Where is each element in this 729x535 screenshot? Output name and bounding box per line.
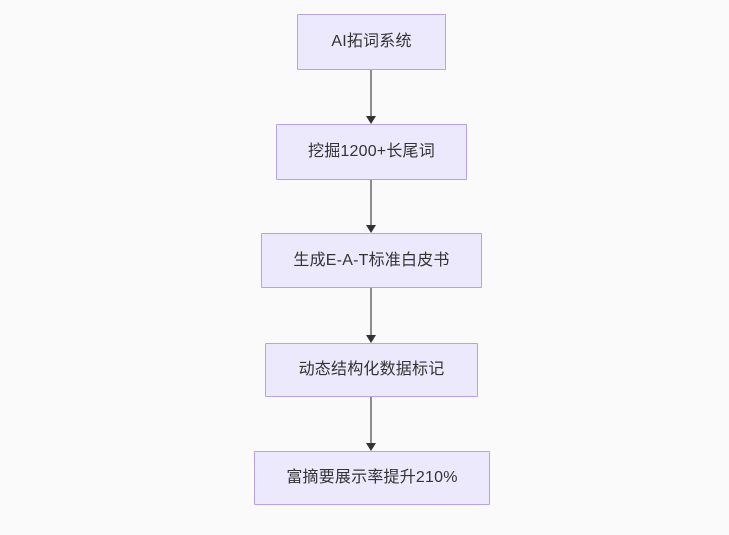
flowchart-node-label: 动态结构化数据标记 [298, 361, 445, 378]
flowchart-node-label: 生成E-A-T标准白皮书 [293, 251, 450, 269]
edge-line [370, 180, 372, 225]
arrow-head-icon [366, 116, 376, 124]
edge-line [370, 288, 372, 335]
flowchart-node-label: 富摘要展示率提升210% [286, 469, 458, 486]
edge-line [370, 70, 372, 116]
flowchart-node-label: 挖掘1200+长尾词 [308, 143, 435, 160]
arrow-head-icon [366, 335, 376, 343]
flowchart-node-n1[interactable]: AI拓词系统 [297, 14, 446, 70]
flowchart-node-n2[interactable]: 挖掘1200+长尾词 [276, 124, 467, 180]
arrow-head-icon [366, 443, 376, 451]
flowchart-node-n4[interactable]: 动态结构化数据标记 [265, 343, 478, 397]
flowchart-node-n3[interactable]: 生成E-A-T标准白皮书 [261, 233, 482, 288]
edge-line [370, 397, 372, 443]
flowchart-node-n5[interactable]: 富摘要展示率提升210% [254, 451, 490, 505]
flowchart-node-label: AI拓词系统 [331, 33, 412, 50]
arrow-head-icon [366, 225, 376, 233]
